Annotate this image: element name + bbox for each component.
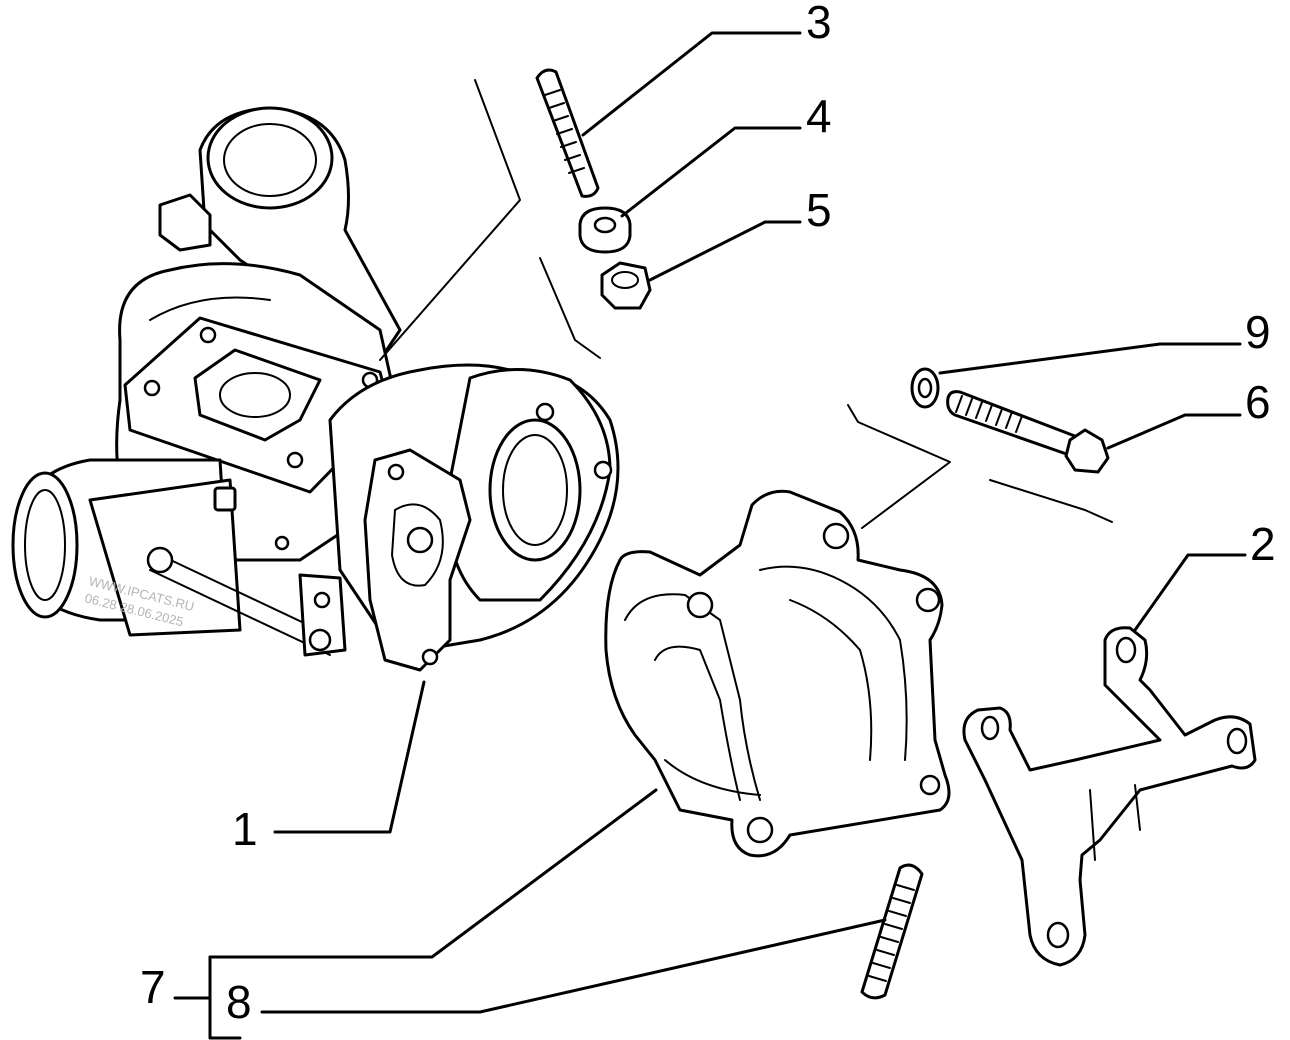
washer-part-9[interactable] [910, 367, 940, 409]
leader-line-6 [1106, 413, 1242, 450]
callout-7: 7 [140, 961, 166, 1013]
stud-part-8[interactable] [860, 863, 924, 1000]
callout-2: 2 [1250, 518, 1276, 570]
callout-4: 4 [806, 90, 832, 142]
stud-part-3[interactable] [535, 68, 600, 198]
bracket-part-2[interactable] [962, 626, 1257, 967]
leader-line-7 [208, 788, 658, 959]
leader-line-4 [620, 126, 802, 218]
assembly-guide-upper [379, 79, 601, 361]
callout-3: 3 [806, 0, 832, 48]
elbow-housing-part-7[interactable] [604, 489, 951, 858]
nut-part-5[interactable] [600, 261, 652, 310]
callout-5: 5 [806, 184, 832, 236]
leader-line-9 [938, 342, 1242, 375]
callout-1: 1 [232, 803, 258, 855]
washer-part-4[interactable] [578, 206, 632, 254]
leader-line-5 [648, 220, 802, 282]
leader-line-8 [260, 918, 887, 1014]
leader-line-2 [1133, 553, 1247, 632]
bolt-part-6[interactable] [946, 390, 1110, 474]
assembly-guide-middle [847, 404, 1113, 529]
leader-line-1 [273, 680, 426, 834]
leader-line-3 [581, 31, 802, 137]
callout-6: 6 [1245, 376, 1271, 428]
turbocharger-assembly[interactable] [11, 106, 620, 672]
callout-9: 9 [1245, 306, 1271, 358]
callout-8: 8 [226, 976, 252, 1028]
callout-bracket-7-8 [173, 955, 242, 1040]
